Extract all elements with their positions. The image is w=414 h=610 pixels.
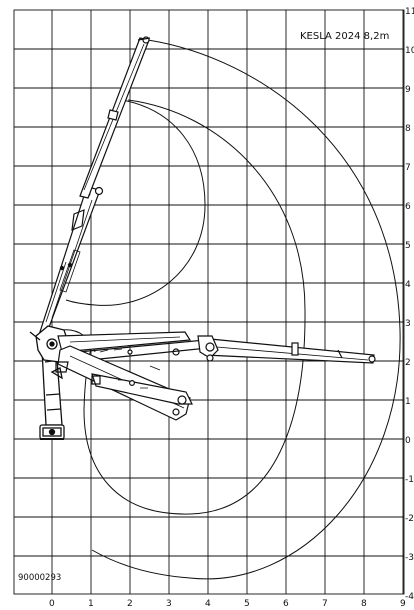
- x-tick-label: 0: [49, 599, 55, 609]
- y-tick-label: 7: [405, 163, 411, 173]
- y-tick-label: 10: [405, 46, 414, 56]
- y-tick-label: 5: [405, 241, 411, 251]
- y-tick-label: 11: [405, 7, 414, 17]
- x-tick-label: 5: [244, 599, 250, 609]
- y-tick-label: 2: [405, 358, 411, 368]
- x-tick-label: 3: [166, 599, 172, 609]
- diagram-title: KESLA 2024 8,2m: [300, 31, 389, 42]
- raised-boom: [37, 36, 151, 337]
- inner-reach-arc: [65, 99, 206, 306]
- grid-frame: [13, 9, 405, 595]
- y-tick-label: 6: [405, 202, 411, 212]
- y-tick-label: -4: [405, 592, 414, 602]
- y-tick-label: 1: [405, 397, 411, 407]
- horizontal-boom: [57, 331, 376, 364]
- y-tick-label: 0: [405, 436, 411, 446]
- grid-lines: [14, 10, 404, 594]
- crane-column: [39, 345, 65, 440]
- x-tick-label: 7: [322, 599, 328, 609]
- jib-extension-bracket: [291, 342, 299, 356]
- outer-reach-arc: [91, 39, 401, 580]
- horizontal-main-boom: [57, 331, 192, 353]
- x-tick-label: 8: [361, 599, 367, 609]
- x-tick-label: 4: [205, 599, 211, 609]
- horizontal-jib: [199, 337, 375, 364]
- y-tick-label: 9: [405, 85, 411, 95]
- x-tick-label: 2: [127, 599, 133, 609]
- y-tick-label: 8: [405, 124, 411, 134]
- x-tick-label: 1: [88, 599, 94, 609]
- grid: [13, 9, 405, 595]
- folded-boom: [55, 345, 193, 421]
- drawing-number: 90000293: [18, 573, 61, 583]
- y-tick-label: -1: [405, 475, 414, 485]
- y-tick-label: -3: [405, 553, 414, 563]
- y-tick-label: 3: [405, 319, 411, 329]
- y-tick-label: 4: [405, 280, 411, 290]
- x-axis-labels: 0 1 2 3 4 5 6 7 8 9: [49, 599, 406, 609]
- middle-reach-arc: [83, 99, 306, 515]
- x-tick-label: 6: [283, 599, 289, 609]
- x-tick-label: 9: [400, 599, 406, 609]
- y-tick-label: -2: [405, 514, 414, 524]
